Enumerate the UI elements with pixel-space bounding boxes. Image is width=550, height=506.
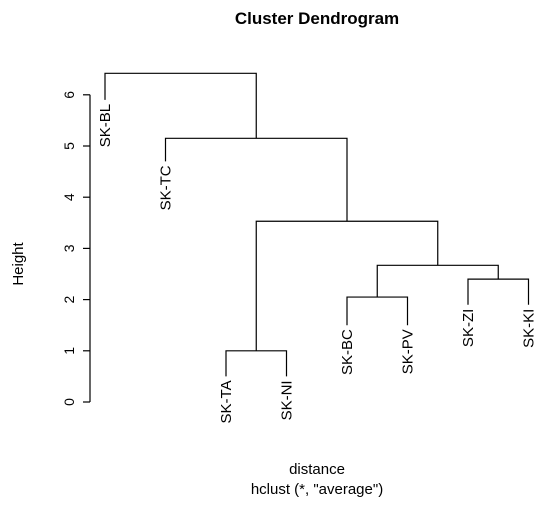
dendrogram-link [467, 278, 530, 305]
dendrogram-link [346, 296, 409, 326]
y-tick-label: 0 [61, 398, 77, 406]
dendrogram-link [104, 72, 257, 139]
y-tick-label: 1 [61, 347, 77, 355]
y-tick-label: 5 [61, 142, 77, 150]
leaf-label: SK-BC [339, 329, 356, 375]
leaf-label: SK-ZI [460, 309, 477, 347]
y-tick-label: 4 [61, 193, 77, 201]
y-tick-label: 2 [61, 295, 77, 303]
y-axis: 0 1 2 3 4 5 6 [61, 91, 91, 406]
leaf-labels: SK-BL SK-TC SK-TA SK-NI SK-BC SK-PV SK-ZI SK-KI [97, 104, 538, 424]
y-axis-label: Height [10, 241, 27, 285]
leaf-label: SK-BL [97, 104, 114, 147]
dendrogram-link [164, 137, 348, 222]
x-axis-label: distance [289, 461, 345, 478]
leaf-label: SK-TA [218, 380, 235, 423]
y-tick-label: 6 [61, 91, 77, 99]
leaf-label: SK-KI [521, 309, 538, 348]
chart-title: Cluster Dendrogram [235, 9, 399, 28]
leaf-label: SK-NI [279, 380, 296, 420]
dendrogram-link [376, 264, 499, 298]
dendrogram-tree [104, 72, 530, 377]
leaf-label: SK-PV [400, 329, 417, 374]
method-label: hclust (*, "average") [251, 481, 383, 498]
y-tick-label: 3 [61, 244, 77, 252]
dendrogram-link [225, 350, 288, 377]
leaf-label: SK-TC [158, 165, 175, 210]
